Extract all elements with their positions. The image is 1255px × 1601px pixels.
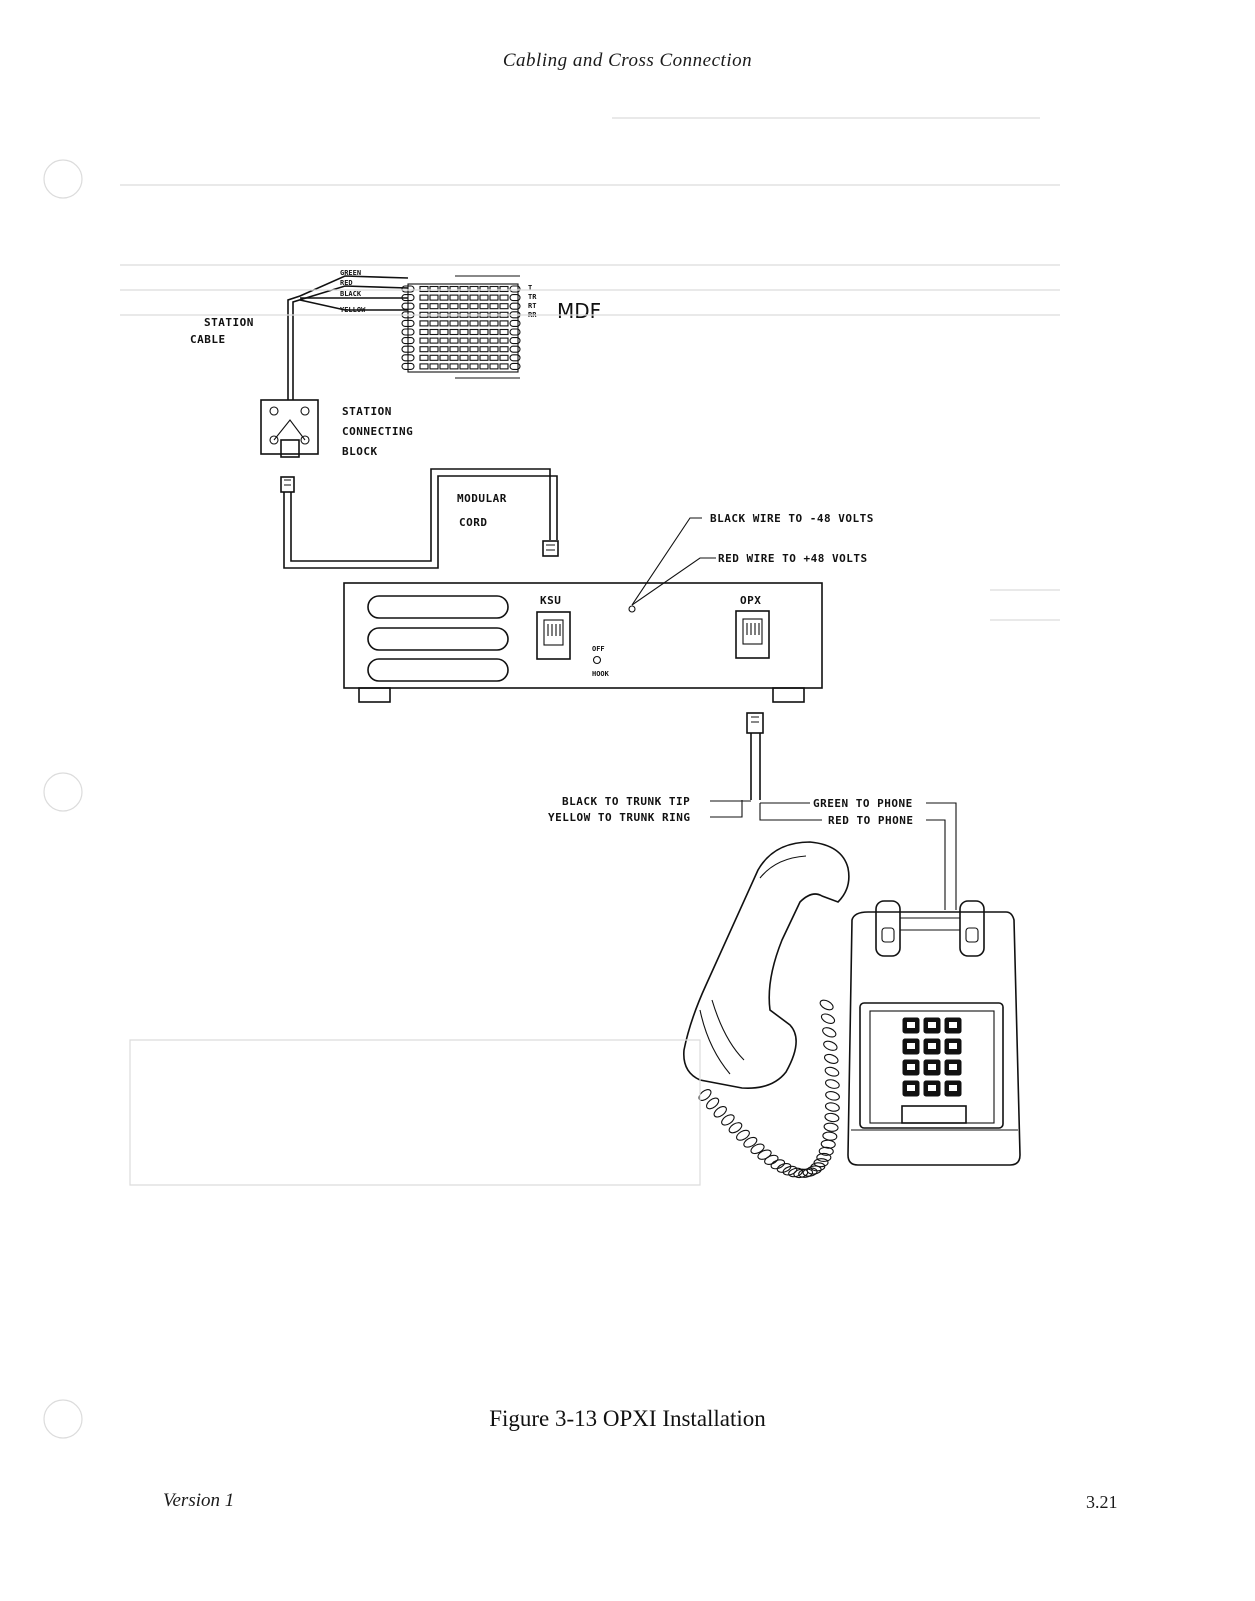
opxi-unit: KSU OPX OFF HOOK	[343, 582, 823, 703]
keypad	[902, 1017, 962, 1097]
trunk-tip-label: BLACK TO TRUNK TIP	[562, 795, 690, 808]
station-block-label-1: STATION	[342, 405, 392, 418]
mdf-block: MDF T TR RT RR	[401, 275, 601, 379]
green-to-phone-label: GREEN TO PHONE	[813, 797, 913, 810]
opx-label: OPX	[740, 594, 761, 607]
wire-label-red: RED	[340, 279, 353, 287]
modular-cord-label-2: CORD	[459, 516, 488, 529]
modular-cord: MODULAR CORD	[280, 468, 559, 569]
station-cable-label-2: CABLE	[190, 333, 226, 346]
ksu-jack	[536, 611, 571, 660]
black-wire-label: BLACK WIRE TO -48 VOLTS	[710, 512, 874, 525]
station-block-label-3: BLOCK	[342, 445, 378, 458]
red-to-phone-label: RED TO PHONE	[828, 814, 913, 827]
opx-cable: BLACK TO TRUNK TIP YELLOW TO TRUNK RING …	[548, 712, 957, 910]
vent-slot	[367, 658, 509, 682]
offhook-label-2: HOOK	[592, 670, 610, 678]
trunk-ring-label: YELLOW TO TRUNK RING	[548, 811, 690, 824]
mdf-pin-tr: TR	[528, 293, 537, 301]
mdf-pin-rt: RT	[528, 302, 536, 310]
wire-label-black: BLACK	[340, 290, 362, 298]
modular-cord-label-1: MODULAR	[457, 492, 507, 505]
offhook-label-1: OFF	[592, 645, 605, 653]
mdf-label: MDF	[557, 299, 601, 323]
wire-label-green: GREEN	[340, 269, 361, 277]
station-connecting-block: STATION CONNECTING BLOCK	[260, 399, 413, 458]
coiled-cord	[698, 999, 840, 1179]
mdf-pin-t: T	[528, 284, 532, 292]
running-header: Cabling and Cross Connection	[502, 50, 753, 71]
station-cable-label-1: STATION	[204, 316, 254, 329]
opx-jack	[735, 610, 770, 659]
offhook-led	[592, 655, 602, 665]
vent-slot	[367, 627, 509, 651]
station-block-label-2: CONNECTING	[342, 425, 413, 438]
wire-label-yellow: YELLOW	[340, 306, 366, 314]
footer-version: Version 1	[163, 1490, 235, 1511]
punch-hole-marks	[43, 159, 83, 1439]
power-leads: BLACK WIRE TO -48 VOLTS RED WIRE TO +48 …	[628, 512, 874, 613]
red-wire-label: RED WIRE TO +48 VOLTS	[718, 552, 868, 565]
footer-page-number: 3.21	[1086, 1492, 1118, 1512]
station-cable: GREEN RED BLACK YELLOW STATION CABLE	[190, 269, 409, 400]
ksu-label: KSU	[540, 594, 561, 607]
figure-caption: Figure 3-13 OPXI Installation	[489, 1406, 766, 1431]
bleed-through	[120, 117, 1060, 1186]
telephone-illustration	[683, 841, 1021, 1179]
vent-slot	[367, 595, 509, 619]
